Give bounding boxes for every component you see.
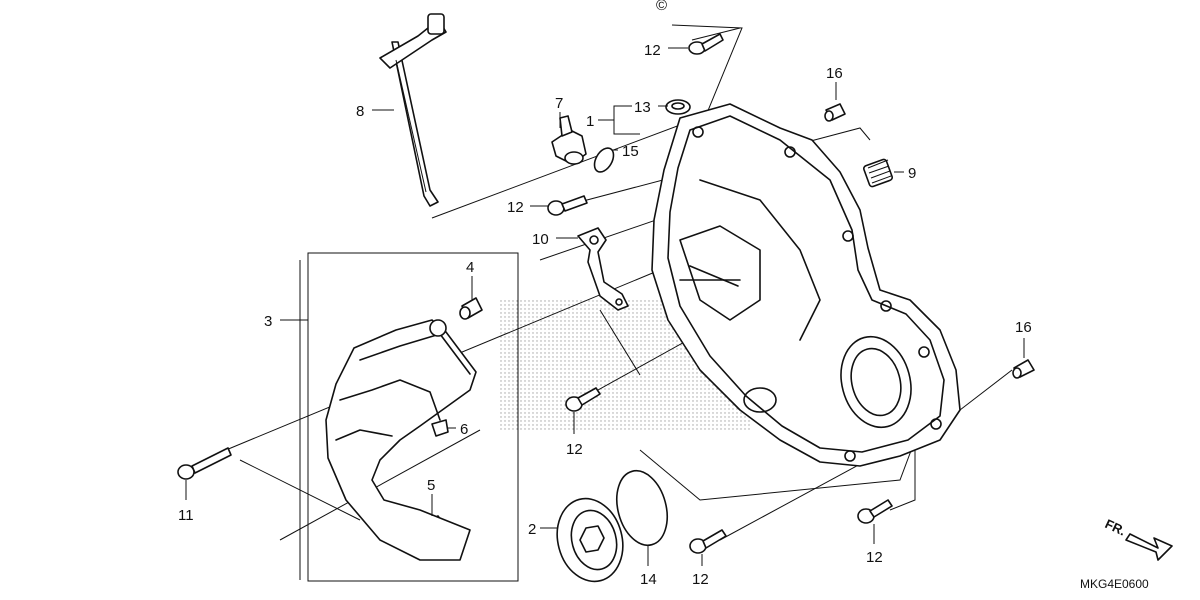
callout-12: 12 bbox=[644, 42, 661, 59]
callout-9: 9 bbox=[908, 165, 916, 182]
group-3-frame bbox=[307, 252, 519, 582]
callout-stubs bbox=[185, 47, 1025, 566]
callout-3: 3 bbox=[264, 313, 272, 330]
part-9-spring bbox=[863, 158, 893, 188]
callout-2: 2 bbox=[528, 521, 536, 538]
callout-16: 16 bbox=[826, 65, 843, 82]
callout-12: 12 bbox=[692, 571, 709, 588]
part-10-bracket bbox=[577, 227, 629, 311]
callout-8: 8 bbox=[356, 103, 364, 120]
callout-15: 15 bbox=[622, 143, 639, 160]
callout-11: 11 bbox=[178, 507, 194, 524]
callout-10: 10 bbox=[532, 231, 549, 248]
part-15-oring bbox=[593, 147, 615, 173]
callout-1: 1 bbox=[586, 113, 594, 130]
part-2-cap bbox=[556, 497, 624, 583]
part-13-seal bbox=[665, 99, 691, 115]
callout-7: 7 bbox=[555, 95, 563, 112]
callout-12: 12 bbox=[566, 441, 583, 458]
callout-4: 4 bbox=[466, 259, 474, 276]
bolt-12-left bbox=[547, 195, 588, 216]
callout-13: 13 bbox=[634, 99, 651, 116]
bolt-12-top bbox=[688, 33, 724, 55]
callout-14: 14 bbox=[640, 571, 657, 588]
callout-numbers: 12 8 7 1 13 15 12 10 16 9 3 4 6 5 11 12 … bbox=[178, 42, 1032, 588]
callout-12: 12 bbox=[507, 199, 524, 216]
diagram-code: MKG4E0600 bbox=[1080, 577, 1149, 591]
part-6-grommet bbox=[431, 419, 449, 437]
part-16-pin-top bbox=[824, 103, 846, 122]
callout-12: 12 bbox=[866, 549, 883, 566]
callout-16: 16 bbox=[1015, 319, 1032, 336]
top-mark: © bbox=[656, 0, 667, 14]
front-label: FR. bbox=[1103, 516, 1128, 538]
part-1-cover bbox=[651, 103, 961, 467]
part-3-guard bbox=[325, 319, 477, 561]
callout-5: 5 bbox=[427, 477, 435, 494]
bolt-12-right bbox=[857, 499, 893, 524]
part-4-collar bbox=[459, 297, 483, 320]
front-direction-arrow: FR. bbox=[1103, 516, 1173, 561]
part-8-rod bbox=[379, 13, 447, 207]
bolt-11 bbox=[177, 447, 232, 480]
part-14-oring bbox=[616, 469, 668, 547]
bolt-12-middle bbox=[565, 387, 601, 412]
callout-6: 6 bbox=[460, 421, 468, 438]
bolt-12-lower bbox=[689, 529, 727, 554]
part-7-plug bbox=[551, 115, 587, 165]
part-16-pin-right bbox=[1012, 359, 1035, 379]
